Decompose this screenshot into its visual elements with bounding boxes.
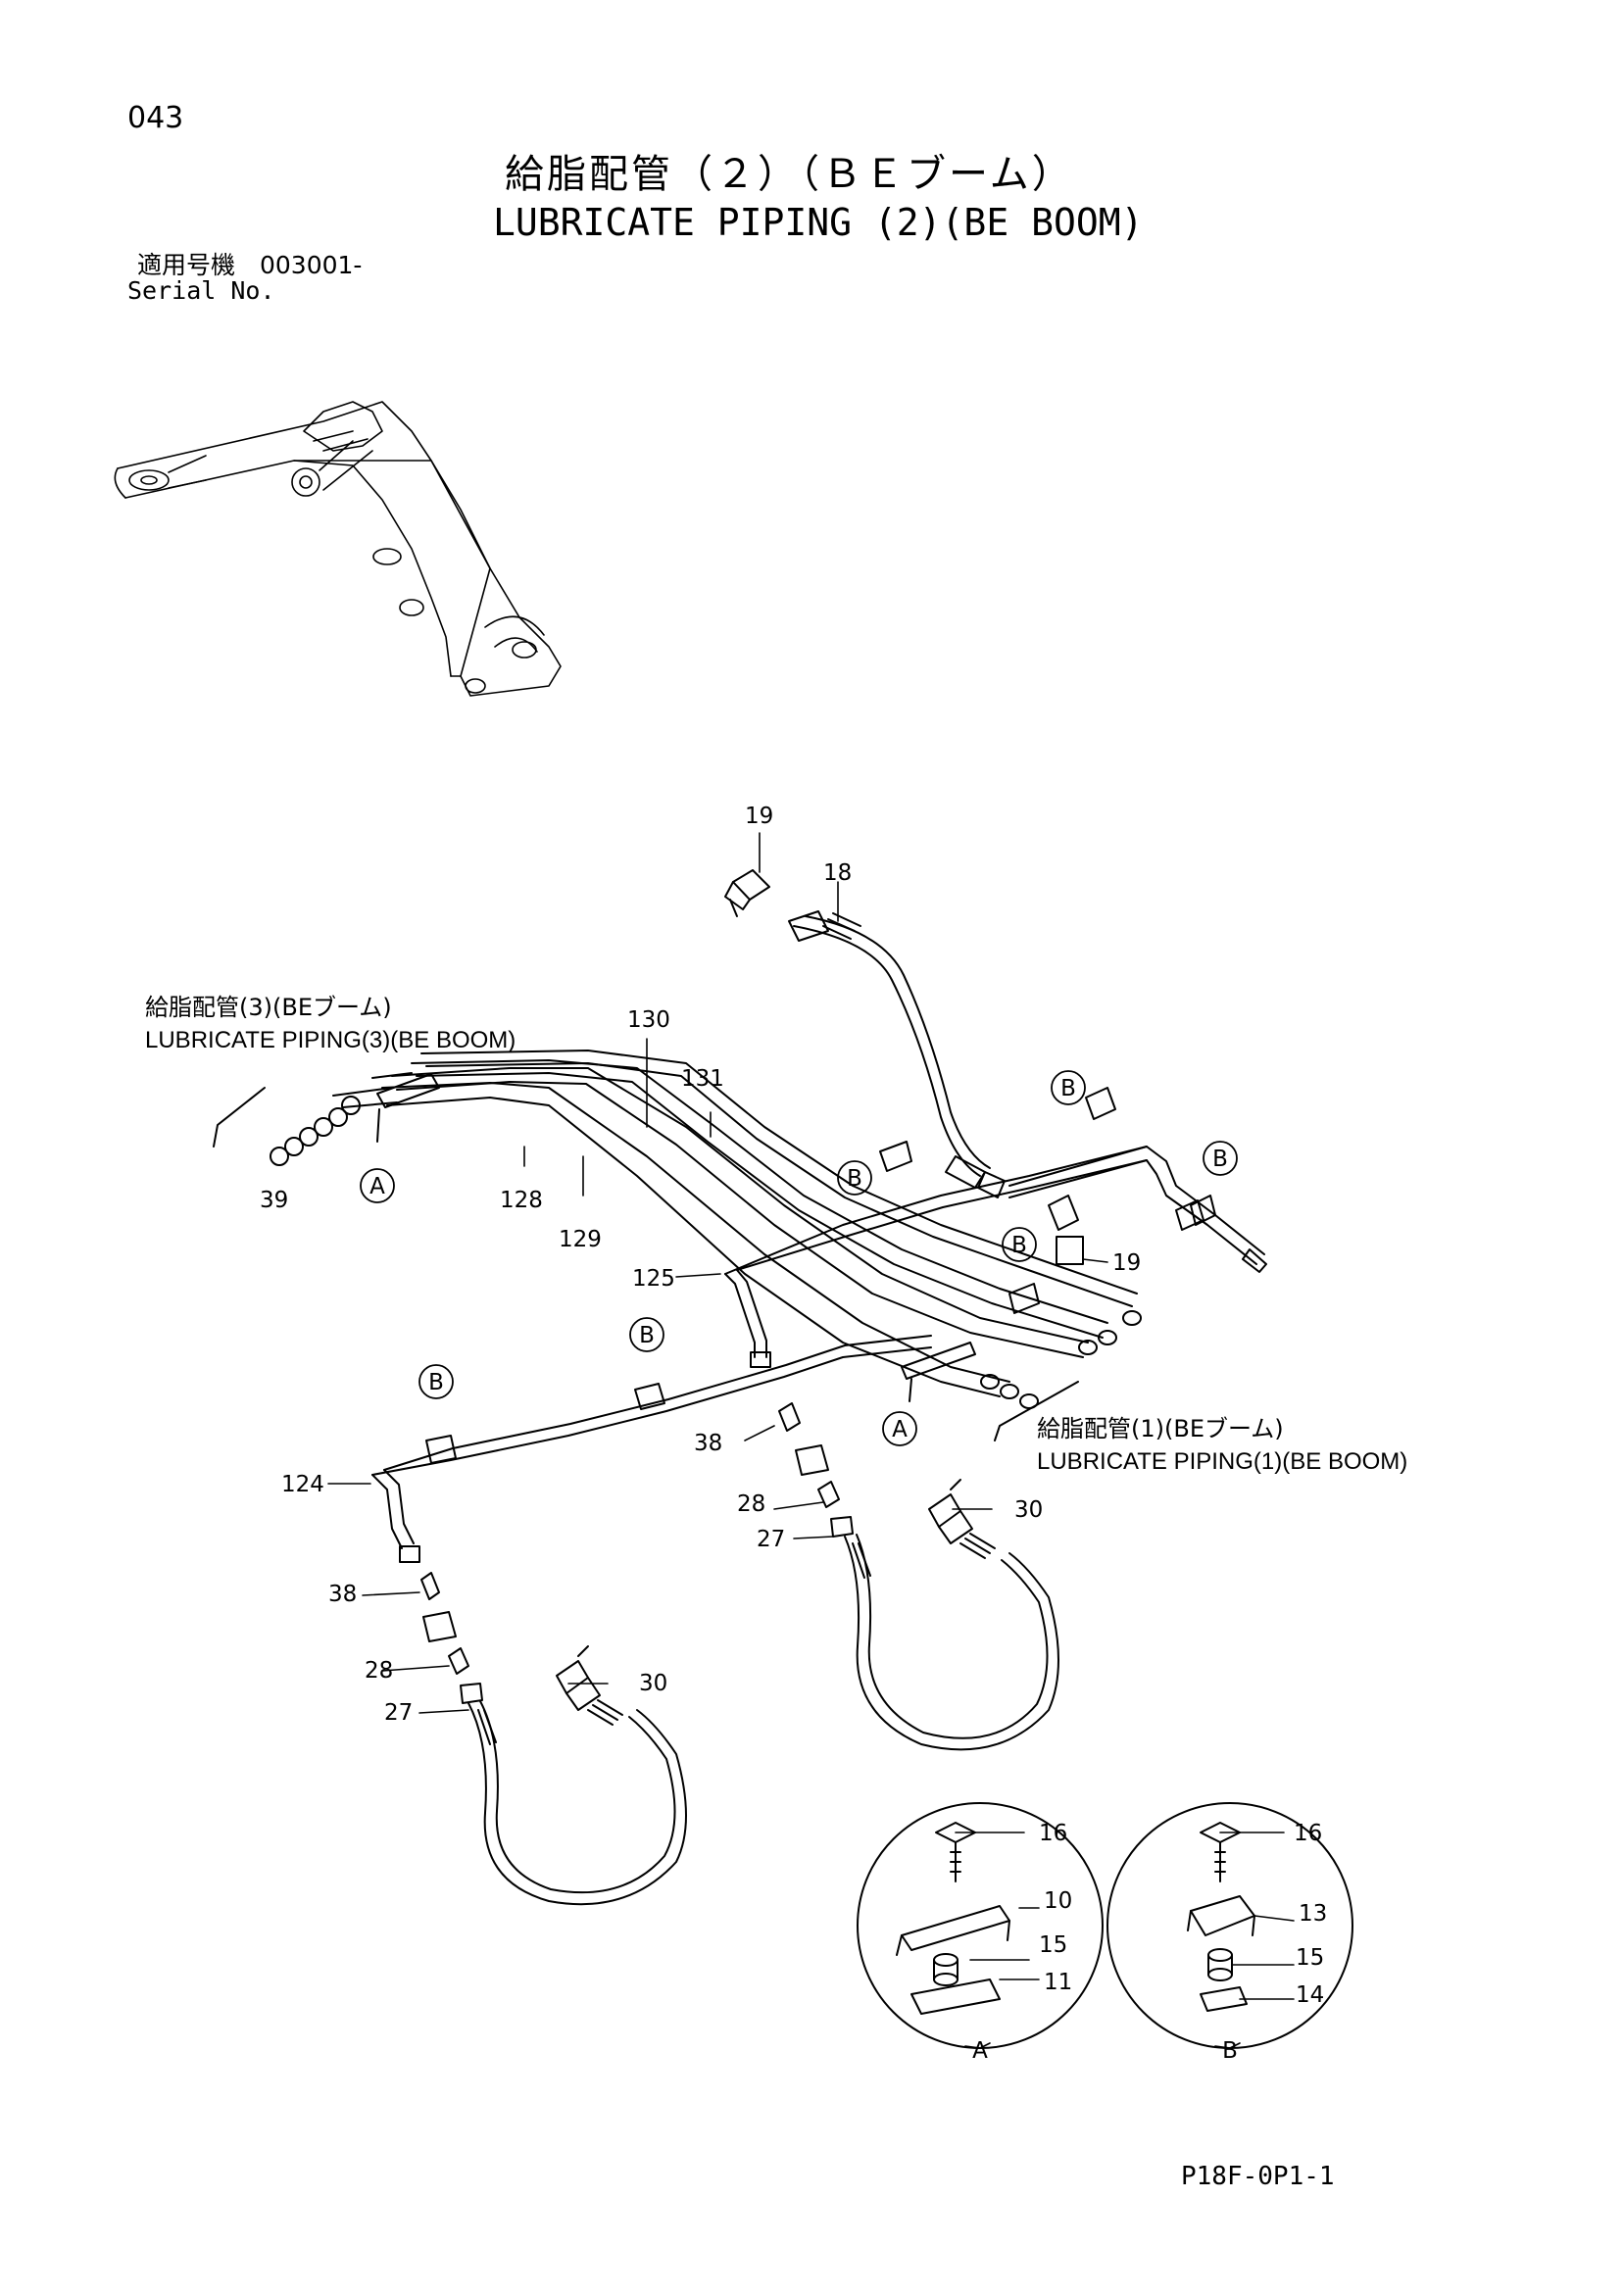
ref-piping1-en: LUBRICATE PIPING(1)(BE BOOM)	[1037, 1448, 1408, 1475]
callout-a-left: A	[369, 1174, 385, 1199]
part-30-right: 30	[1014, 1497, 1043, 1523]
callout-b-3: B	[847, 1166, 862, 1192]
pipe-125	[724, 1146, 1148, 1368]
callout-b-2: B	[639, 1323, 655, 1348]
title-japanese: 給脂配管（２）（ＢＥブーム）	[505, 152, 1074, 197]
clamp-b-3	[879, 1141, 912, 1172]
part-16-b: 16	[1294, 1821, 1322, 1846]
part-38-right: 38	[694, 1431, 722, 1456]
part-28-right: 28	[737, 1491, 765, 1517]
part-38-left: 38	[328, 1582, 357, 1607]
leader-lines	[327, 832, 1295, 2049]
pipe-bundle-128-131	[381, 1050, 1138, 1397]
clamp-b-6	[1175, 1199, 1204, 1231]
part-39: 39	[260, 1188, 288, 1213]
part-125: 125	[632, 1266, 675, 1292]
ref-piping3-jp: 給脂配管(3)(BEブーム)	[145, 994, 392, 1021]
part-28-left: 28	[365, 1658, 393, 1684]
part-128: 128	[500, 1188, 543, 1213]
serial-label-english: Serial No.	[127, 276, 275, 305]
serial-label-japanese: 適用号機 003001-	[137, 251, 363, 279]
callout-b-6: B	[1212, 1147, 1228, 1172]
clamp-b-2	[634, 1383, 665, 1410]
fitting-38-left	[420, 1572, 483, 1704]
callout-b-4: B	[1011, 1233, 1027, 1258]
part-13: 13	[1299, 1901, 1327, 1927]
fitting-38-right	[778, 1402, 854, 1538]
part-16-a: 16	[1039, 1821, 1067, 1846]
part-130: 130	[627, 1007, 670, 1033]
fitting-30-right	[928, 1479, 996, 1559]
bundle-end-fittings	[980, 1310, 1142, 1409]
page-number: 043	[127, 101, 184, 135]
elbow-19-mid	[1048, 1195, 1084, 1265]
hose-27-left	[467, 1700, 687, 1906]
fitting-30-left	[556, 1645, 623, 1726]
hose-18	[788, 910, 1006, 1198]
hose-27-right	[844, 1534, 1059, 1751]
part-10: 10	[1044, 1888, 1072, 1914]
elbow-19-top	[724, 869, 770, 917]
part-19-top: 19	[745, 804, 773, 829]
part-131: 131	[681, 1066, 724, 1092]
callout-circles	[360, 1070, 1238, 1446]
title-english: LUBRICATE PIPING (2)(BE BOOM)	[493, 201, 1144, 244]
ref-piping1-jp: 給脂配管(1)(BEブーム)	[1037, 1415, 1284, 1442]
part-124: 124	[281, 1472, 324, 1497]
part-15-b: 15	[1296, 1945, 1324, 1971]
clamp-a-left	[376, 1073, 440, 1143]
clamp-b-1	[425, 1435, 457, 1464]
fitting-cluster-39	[270, 1072, 413, 1166]
part-14: 14	[1296, 1982, 1324, 2008]
pipe-124	[371, 1335, 932, 1563]
part-19-mid: 19	[1112, 1250, 1141, 1276]
part-number-labels: 19 18 130 131 39 128 129 125 19 124 38 3…	[260, 804, 1327, 2008]
drawing-code: P18F-0P1-1	[1181, 2162, 1335, 2191]
part-11: 11	[1044, 1970, 1072, 1995]
bracket-piping1	[994, 1381, 1079, 1441]
callout-b-1: B	[428, 1370, 444, 1395]
part-15-a: 15	[1039, 1932, 1067, 1958]
ref-piping3-en: LUBRICATE PIPING(3)(BE BOOM)	[145, 1027, 516, 1053]
part-18: 18	[823, 860, 852, 886]
callout-b-5: B	[1060, 1076, 1076, 1101]
bracket-piping3	[213, 1087, 266, 1148]
detail-a-label: A	[972, 2038, 988, 2064]
clamp-b-4	[1008, 1283, 1040, 1314]
callout-a-right: A	[892, 1417, 908, 1442]
callout-letters: A A B B B B B B A B	[369, 1076, 1238, 2064]
part-129: 129	[559, 1227, 602, 1252]
clamp-a-right	[901, 1342, 976, 1402]
part-27-right: 27	[757, 1527, 785, 1552]
part-30-left: 30	[639, 1671, 667, 1696]
part-27-left: 27	[384, 1700, 413, 1726]
clamp-b-5	[1085, 1087, 1116, 1120]
boom-overview-illustration	[114, 401, 562, 697]
detail-b-label: B	[1222, 2038, 1238, 2064]
